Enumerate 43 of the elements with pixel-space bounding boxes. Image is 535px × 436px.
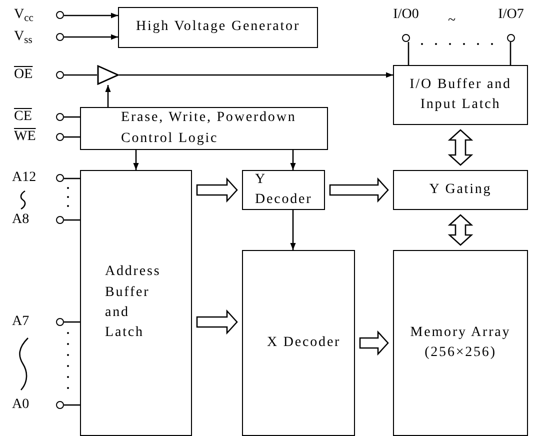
arrow [133,150,139,170]
block-arrow [448,214,474,246]
block-label: Erase, Write, Powerdown Control Logic [121,109,298,148]
arrow [64,34,118,40]
block-label: Memory Array [410,324,511,342]
pin-label: A8 [12,213,30,227]
block-label: (256×256) [424,344,496,362]
block-label: High Voltage Generator [136,18,300,36]
block-label: I/O Buffer and Input Latch [408,76,512,114]
pin-label: V$_{ss}$ [14,30,32,44]
block-arrow [359,330,389,356]
block-box [80,170,192,436]
block-box [393,250,528,436]
pin-label: A0 [12,398,30,412]
pin-label: A12 [12,171,36,185]
block-arrow [448,129,474,166]
buffer-triangle [97,65,119,85]
arrow [105,85,111,107]
pin-label: I/O0 [393,8,419,22]
block-label: X Decoder [267,334,342,352]
block-box [118,7,318,48]
arrow [290,210,296,250]
pin-label: A7 [12,315,30,329]
pin-label: I/O7 [498,8,524,22]
block-box [393,65,528,125]
block-box [393,170,528,210]
arrow [64,12,118,18]
block-arrow [196,309,238,335]
pin-label: OE [14,68,33,82]
block-arrow [329,177,389,203]
block-arrow [196,177,238,203]
range-tilde: ~ [448,12,456,30]
block-box [242,250,355,436]
arrow [290,150,296,170]
block-label: Y Decoder [255,170,312,209]
block-box [242,170,325,210]
block-label: Y Gating [429,180,492,199]
block-box [80,107,328,150]
pin-label: CE [14,110,32,124]
pin-label: WE [14,130,36,144]
arrow [119,72,393,78]
pin-label: V$_{cc}$ [14,8,34,22]
block-label: Address Buffer and Latch [105,263,162,342]
